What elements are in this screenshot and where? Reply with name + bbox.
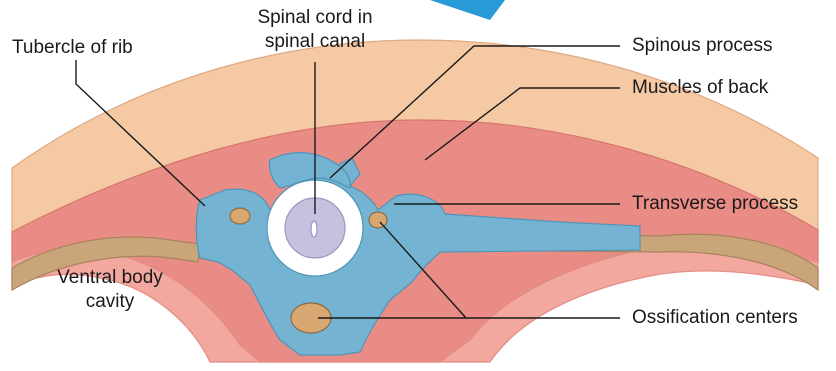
label-transverse-process: Transverse process [632,192,798,216]
label-ventral-line1: Ventral body [40,266,180,290]
label-ossification-centers: Ossification centers [632,306,798,330]
ossification-center-left [230,208,250,224]
arrow-fragment [430,0,505,20]
label-ventral-line2: cavity [40,290,180,314]
label-muscles-of-back: Muscles of back [632,76,768,100]
label-spinal-cord: Spinal cord in spinal canal [230,6,400,54]
central-canal [311,221,317,237]
label-spinal-cord-line1: Spinal cord in [230,6,400,30]
ossification-center-right [369,212,387,228]
label-tubercle-of-rib: Tubercle of rib [12,36,133,60]
label-ventral-body-cavity: Ventral body cavity [40,266,180,314]
label-spinal-cord-line2: spinal canal [230,30,400,54]
label-spinous-process: Spinous process [632,34,772,58]
